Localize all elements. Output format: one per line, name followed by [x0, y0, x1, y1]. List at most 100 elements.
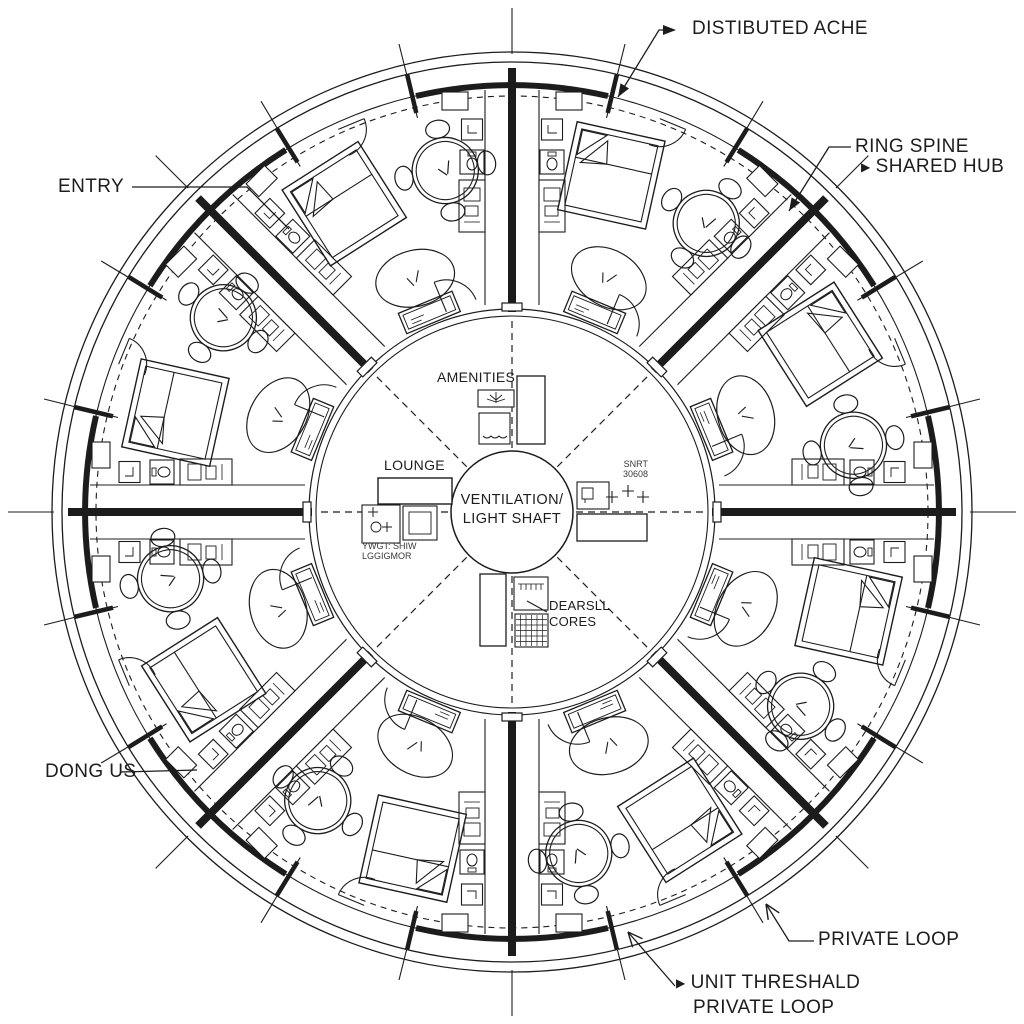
- chair-symbol: [329, 755, 354, 777]
- dwelling-unit: [556, 118, 752, 337]
- chair-symbol: [235, 272, 259, 294]
- zone-label-text: 30608: [622, 469, 648, 479]
- ring-spine-arc: [415, 82, 609, 99]
- closet-symbol: [245, 826, 279, 860]
- chair-symbol: [718, 178, 742, 200]
- chair-symbol: [150, 527, 176, 548]
- dining-table-symbol: [660, 178, 752, 269]
- chair-symbol: [765, 730, 789, 752]
- closet-symbol: [245, 164, 279, 198]
- door-swing: [711, 433, 745, 477]
- door-swing: [118, 337, 148, 376]
- dwelling-unit: [272, 687, 468, 906]
- bed-symbol: [120, 358, 230, 468]
- dwelling-unit: [687, 556, 906, 752]
- desk-symbol: [397, 689, 462, 734]
- workstation-symbol: [246, 377, 311, 454]
- zone-label-text: DEARSLL: [549, 598, 610, 613]
- chair-symbol: [272, 765, 294, 789]
- desk-symbol: [689, 397, 734, 462]
- closet-symbol: [164, 245, 198, 279]
- door-swing: [384, 687, 418, 730]
- bath-kitchen-symbols: [538, 118, 566, 233]
- annotation-leaders: [120, 25, 851, 987]
- annotation-text: SHARED HUB: [875, 156, 1005, 177]
- annotation-text: DONG US: [45, 761, 137, 782]
- chair-symbol: [440, 202, 466, 222]
- closet-symbol: [164, 745, 198, 779]
- spine-wall: [195, 650, 374, 829]
- dwelling-unit: [118, 272, 337, 468]
- annotation-text: PRIVATE LOOP: [818, 929, 960, 950]
- door-swing: [338, 118, 367, 156]
- ring-spine-arc: [82, 415, 99, 609]
- closet-symbol: [555, 91, 583, 111]
- zone-label-text: LOUNGE: [384, 457, 445, 473]
- ring-spine-arc: [736, 736, 877, 877]
- door-swing: [294, 384, 337, 418]
- core-dashed-axis: [374, 374, 468, 468]
- chair-symbol: [730, 235, 752, 259]
- bed-symbol: [281, 140, 408, 267]
- ring-spoke-group: [8, 398, 448, 626]
- chair-symbol: [670, 247, 695, 269]
- workstation-symbol: [568, 716, 649, 776]
- annotation-ring-spine: RING SPINE: [855, 136, 969, 158]
- closet-symbol: [826, 245, 860, 279]
- lounge-counter: [377, 477, 453, 505]
- ring-spine-arc: [147, 147, 288, 288]
- stair-cross-mark: [637, 491, 649, 503]
- label-lounge: LOUNGE: [384, 457, 445, 473]
- bed-symbol: [556, 120, 666, 230]
- annotation-shared-hub: ▶SHARED HUB: [861, 156, 1004, 178]
- ring-spoke-group: [556, 556, 924, 924]
- spine-wall: [650, 650, 829, 829]
- door-swing: [606, 294, 640, 337]
- chair-symbol: [833, 394, 859, 414]
- chair-symbol: [755, 670, 777, 695]
- dining-table-symbol: [272, 755, 364, 846]
- closet-symbol: [441, 913, 469, 933]
- label-service-note: YWGT: SHIW LGGIGMOR: [362, 541, 417, 561]
- bath-kitchen-symbols: [671, 728, 770, 827]
- door-swing: [648, 118, 687, 148]
- bath-kitchen-symbols: [728, 254, 827, 353]
- dining-table-symbol: [119, 527, 222, 630]
- door-swing: [433, 279, 477, 313]
- door-swing: [279, 547, 313, 591]
- bath-kitchen-symbols: [791, 538, 906, 566]
- chair-symbol: [119, 573, 139, 599]
- core-dashed-axis: [556, 374, 650, 468]
- chair-symbol: [802, 440, 822, 466]
- core-amenities-symbols: [361, 375, 649, 648]
- chair-symbol: [341, 812, 364, 837]
- closet-symbol: [91, 441, 111, 469]
- annotation-text: PRIVATE LOOP: [693, 997, 835, 1018]
- desk-symbol: [397, 290, 462, 335]
- bath-kitchen-symbols: [197, 671, 296, 770]
- bath-kitchen-symbols: [118, 458, 233, 486]
- annotation-private-loop: PRIVATE LOOP: [818, 929, 959, 951]
- dining-table-symbol: [802, 394, 905, 497]
- zone-label-text: CORES: [549, 614, 597, 629]
- chair-symbol: [527, 848, 548, 874]
- workstation-symbol: [716, 375, 776, 456]
- zone-label-text: LGGIGMOR: [362, 551, 412, 561]
- closet-symbol: [745, 826, 779, 860]
- bath-kitchen-symbols: [728, 671, 827, 770]
- zone-label-text: SNRT: [623, 459, 648, 469]
- label-cores: DEARSLL CORES: [549, 598, 610, 630]
- dwelling-unit: [281, 118, 497, 335]
- bed-symbol: [358, 794, 468, 904]
- spine-wall: [650, 195, 829, 374]
- chair-symbol: [812, 660, 837, 683]
- workstation-symbol: [713, 570, 778, 647]
- chair-symbol: [610, 833, 630, 859]
- ring-spine-arc: [736, 147, 877, 288]
- annotation-distributed-ache: DISTIBUTED ACHE: [692, 18, 868, 40]
- door-swing: [687, 606, 730, 640]
- spine-wall: [195, 195, 374, 374]
- zone-label-text: YWGT: SHIW: [362, 541, 417, 551]
